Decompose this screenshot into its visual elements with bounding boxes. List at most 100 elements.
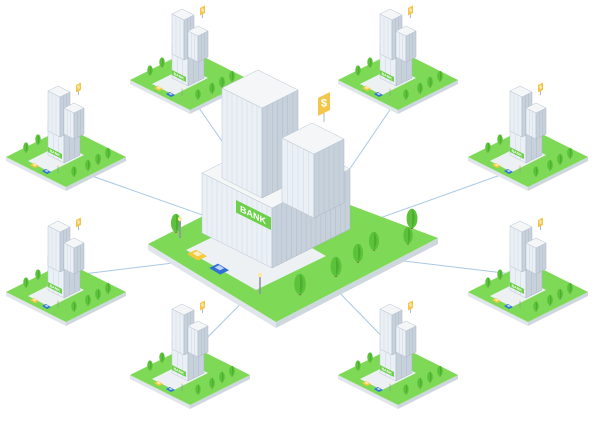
badge-label: $ (77, 85, 80, 90)
branch-bank-north-west: BANK $ (130, 5, 250, 114)
tree (403, 227, 413, 245)
tree (485, 142, 491, 153)
badge-label: $ (201, 303, 204, 308)
bank-sign: BANK (510, 147, 524, 159)
tree (71, 166, 77, 177)
tree (147, 360, 153, 371)
central-dollar-badge-icon: $ (318, 92, 330, 122)
bank-sign: BANK (48, 147, 62, 159)
yellow-car (362, 381, 371, 386)
tree (427, 371, 433, 383)
tree (533, 301, 539, 312)
branch-tower-short (525, 102, 547, 140)
tree (85, 294, 91, 306)
blue-car (504, 169, 513, 174)
tree (406, 208, 418, 229)
street-lamp (181, 87, 183, 96)
bank-sign-label: BANK (174, 367, 185, 376)
badge-label: $ (409, 8, 412, 13)
tree (219, 371, 225, 383)
tree (330, 256, 342, 277)
yellow-car (492, 163, 501, 168)
branch-tower-short (63, 237, 85, 275)
blue-car (374, 92, 383, 97)
tree (195, 384, 201, 395)
tree (367, 57, 373, 68)
blue-car (504, 304, 513, 309)
branch-bank-east-lower: BANK $ (468, 217, 588, 326)
tree (352, 243, 364, 263)
street-lamp (257, 272, 263, 294)
tree (23, 277, 29, 288)
bank-sign: BANK (380, 70, 394, 82)
bank-sign-label: BANK (174, 72, 185, 81)
branch-tower-tall (509, 220, 533, 273)
tree (485, 277, 491, 288)
dollar-badge-icon: $ (200, 300, 205, 313)
tree (35, 134, 41, 145)
tree (533, 166, 539, 177)
tree (159, 352, 165, 363)
street-lamp (519, 299, 521, 308)
branch-bank-east-upper: BANK $ (468, 82, 588, 191)
badge-label: $ (201, 8, 204, 13)
tree (219, 76, 225, 88)
tree (557, 153, 563, 165)
tree (195, 89, 201, 100)
branch-bank-west-upper: BANK $ (6, 82, 126, 191)
tree (71, 301, 77, 312)
branch-tower-short (63, 102, 85, 140)
dollar-badge-icon: $ (76, 217, 81, 230)
blue-car (42, 304, 51, 309)
bank-sign: BANK (48, 282, 62, 294)
yellow-car (30, 163, 39, 168)
badge-label: $ (321, 98, 327, 110)
tree (567, 282, 573, 294)
tree (294, 273, 306, 296)
central-bank: BANK $ (148, 69, 438, 328)
tree (95, 288, 101, 300)
branch-bank-west-lower: BANK $ (6, 217, 126, 326)
tree (85, 159, 91, 171)
branch-bank-north-east: BANK $ (338, 5, 458, 114)
branch-tower-short (395, 25, 417, 63)
dollar-badge-icon: $ (538, 82, 543, 95)
tree (547, 294, 553, 306)
tree (417, 377, 423, 389)
badge-label: $ (539, 85, 542, 90)
branch-bank-south-west: BANK $ (130, 300, 250, 409)
branch-tower-short (395, 320, 417, 358)
dollar-badge-icon: $ (200, 5, 205, 18)
bank-sign: BANK (380, 365, 394, 377)
tree (105, 282, 111, 294)
dollar-badge-icon: $ (76, 82, 81, 95)
badge-label: $ (539, 220, 542, 225)
bank-sign-label: BANK (50, 284, 61, 293)
dollar-badge-icon: $ (408, 5, 413, 18)
tree (355, 65, 361, 76)
badge-label: $ (77, 220, 80, 225)
bank-sign-label: BANK (512, 284, 523, 293)
tree (497, 269, 503, 280)
street-lamp (181, 382, 183, 391)
street-lamp (57, 299, 59, 308)
bank-sign: BANK (510, 282, 524, 294)
branch-banks: BANK $ BANK $ BANK $ BANK $ BANK $ BANK $ BANK $ BANK $ (6, 5, 588, 409)
yellow-car (492, 298, 501, 303)
branch-tower-short (187, 25, 209, 63)
branch-bank-south-east: BANK $ (338, 300, 458, 409)
blue-car (166, 387, 175, 392)
dollar-badge-icon: $ (408, 300, 413, 313)
street-lamp (389, 87, 391, 96)
tree (229, 365, 235, 377)
tree (23, 142, 29, 153)
tree (147, 65, 153, 76)
tree (105, 147, 111, 159)
street-lamp (177, 216, 183, 238)
street-lamp (389, 382, 391, 391)
bank-sign-label: BANK (50, 149, 61, 158)
dollar-badge-icon: $ (538, 217, 543, 230)
yellow-car (362, 86, 371, 91)
bank-sign-label: BANK (512, 149, 523, 158)
blue-car (166, 92, 175, 97)
